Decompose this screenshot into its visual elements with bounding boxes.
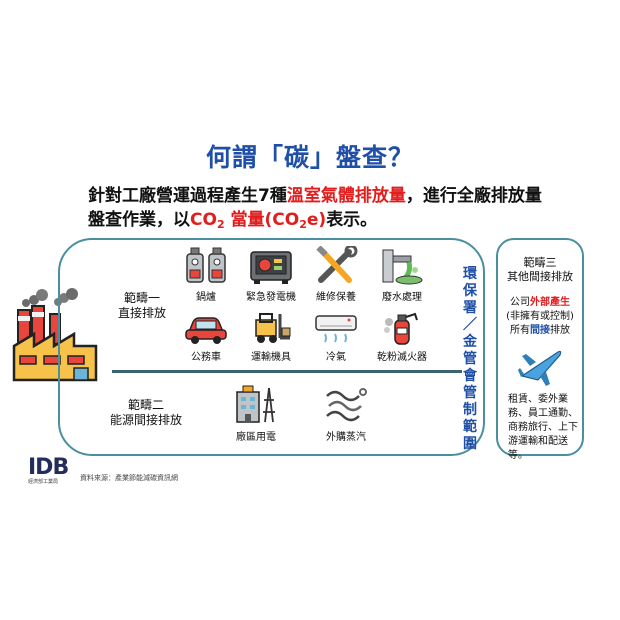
scope-3-examples: 租賃、委外業務、員工通勤、商務旅行、上下游運輸和配送等。 — [508, 394, 578, 461]
plant-electricity-item: 廠區用電 — [218, 382, 294, 443]
company-car-item: 公務車 — [168, 310, 244, 363]
air-conditioner-item: 冷氣 — [298, 310, 374, 363]
steam-icon — [326, 388, 367, 422]
scope-divider — [112, 370, 462, 373]
source-note: 資料來源：產業節能減碳資訊網 — [80, 474, 178, 482]
purchased-steam-item: 外購蒸汽 — [308, 382, 384, 443]
vertical-label-char: 制 — [463, 402, 477, 418]
regulatory-scope-label: 環保署／金管會管制範圍 — [460, 266, 480, 453]
airplane-icon — [518, 350, 562, 386]
boiler-icon — [186, 247, 226, 283]
scope-3-box — [496, 238, 584, 456]
fire-extinguisher-icon — [384, 312, 418, 345]
idb-logo: IDB 經濟部工業局 — [28, 455, 69, 485]
scope-3-description: 公司外部產生 (非擁有或控制) 所有間接排放 — [506, 297, 574, 336]
ghg-highlight: 溫室氣體排放量 — [286, 186, 406, 206]
factory-icon — [12, 288, 98, 382]
wastewater-item: 廢水處理 — [364, 246, 440, 303]
maintenance-item: 維修保養 — [298, 246, 374, 303]
vertical-label-char: 金 — [463, 334, 477, 350]
scope-1-2-box — [58, 238, 485, 456]
vertical-label-char: ／ — [463, 317, 477, 333]
vertical-label-char: 範 — [463, 419, 477, 435]
transport-machinery-item: 運輸機具 — [233, 310, 309, 363]
vertical-label-char: 保 — [463, 283, 477, 299]
forklift-icon — [255, 313, 291, 343]
vertical-label-char: 圍 — [463, 436, 477, 452]
scope-2-label: 範疇二能源間接排放 — [109, 398, 182, 427]
scope-3-label: 範疇三其他間接排放 — [507, 256, 573, 283]
wastewater-icon — [382, 249, 423, 285]
generator-icon — [250, 251, 292, 284]
air-conditioner-icon — [315, 315, 357, 343]
intro-text: 針對工廠營運過程產生7種溫室氣體排放量，進行全廠排放量 盤查作業，以CO2 當量… — [88, 186, 542, 231]
generator-item: 緊急發電機 — [233, 246, 309, 303]
vertical-label-char: 會 — [463, 368, 477, 384]
vertical-label-char: 署 — [463, 300, 477, 316]
scope-1-label: 範疇一直接排放 — [117, 291, 166, 320]
car-icon — [185, 317, 227, 344]
vertical-label-char: 管 — [463, 351, 477, 367]
tools-icon — [316, 246, 358, 283]
page-title: 何謂「碳」盤查？ — [205, 143, 414, 172]
fire-extinguisher-item: 乾粉滅火器 — [364, 310, 440, 363]
vertical-label-char: 環 — [463, 266, 477, 282]
co2e-highlight: CO2 當量(CO2e) — [190, 210, 327, 231]
boiler-item: 鍋爐 — [168, 246, 244, 303]
vertical-label-char: 管 — [463, 385, 477, 401]
power-building-icon — [236, 385, 275, 423]
